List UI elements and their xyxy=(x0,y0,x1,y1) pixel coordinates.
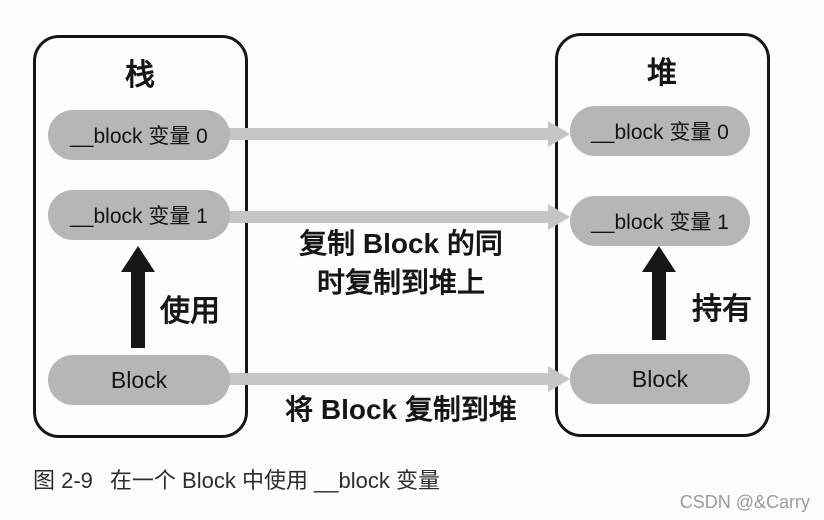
copy-block-annotation: 将 Block 复制到堆 xyxy=(285,394,517,425)
hold-arrow-label: 持有 xyxy=(692,293,752,326)
copy-arrow-block-shaft xyxy=(218,373,548,385)
heap-block-var1-pill: __block 变量 1 xyxy=(570,196,750,246)
heap-block-var0-pill: __block 变量 0 xyxy=(570,106,750,156)
copy-together-annotation-line1: 复制 Block 的同 xyxy=(299,228,503,259)
stack-block-pill: Block xyxy=(48,355,230,405)
copy-arrow-var1-head-icon xyxy=(548,204,570,230)
stack-box-title: 栈 xyxy=(125,59,156,92)
copy-together-annotation-line2: 时复制到堆上 xyxy=(316,267,485,298)
stack-block-var1-pill: __block 变量 1 xyxy=(48,190,230,240)
figure-caption-text: 在一个 Block 中使用 __block 变量 xyxy=(109,468,440,493)
hold-arrow-shaft xyxy=(652,272,666,340)
heap-block-pill: Block xyxy=(570,354,750,404)
use-arrow-shaft xyxy=(131,272,145,348)
figure-caption-number: 图 2-9 xyxy=(33,468,93,493)
copy-arrow-var0-shaft xyxy=(218,128,548,140)
copy-arrow-var1-shaft xyxy=(218,211,548,223)
csdn-watermark: CSDN @&Carry xyxy=(679,492,810,512)
stack-box: 栈 xyxy=(33,35,248,438)
heap-box-title: 堆 xyxy=(647,57,678,90)
use-arrow-label: 使用 xyxy=(160,295,220,328)
heap-box: 堆 xyxy=(555,33,770,437)
copy-arrow-block-head-icon xyxy=(548,366,570,392)
figure-caption: 图 2-9 在一个 Block 中使用 __block 变量 xyxy=(33,463,440,495)
use-arrow-up-icon xyxy=(121,246,155,272)
copy-together-annotation: 复制 Block 的同 时复制到堆上 xyxy=(252,224,550,302)
hold-arrow-up-icon xyxy=(642,246,676,272)
copy-arrow-var0-head-icon xyxy=(548,121,570,147)
stack-block-var0-pill: __block 变量 0 xyxy=(48,110,230,160)
